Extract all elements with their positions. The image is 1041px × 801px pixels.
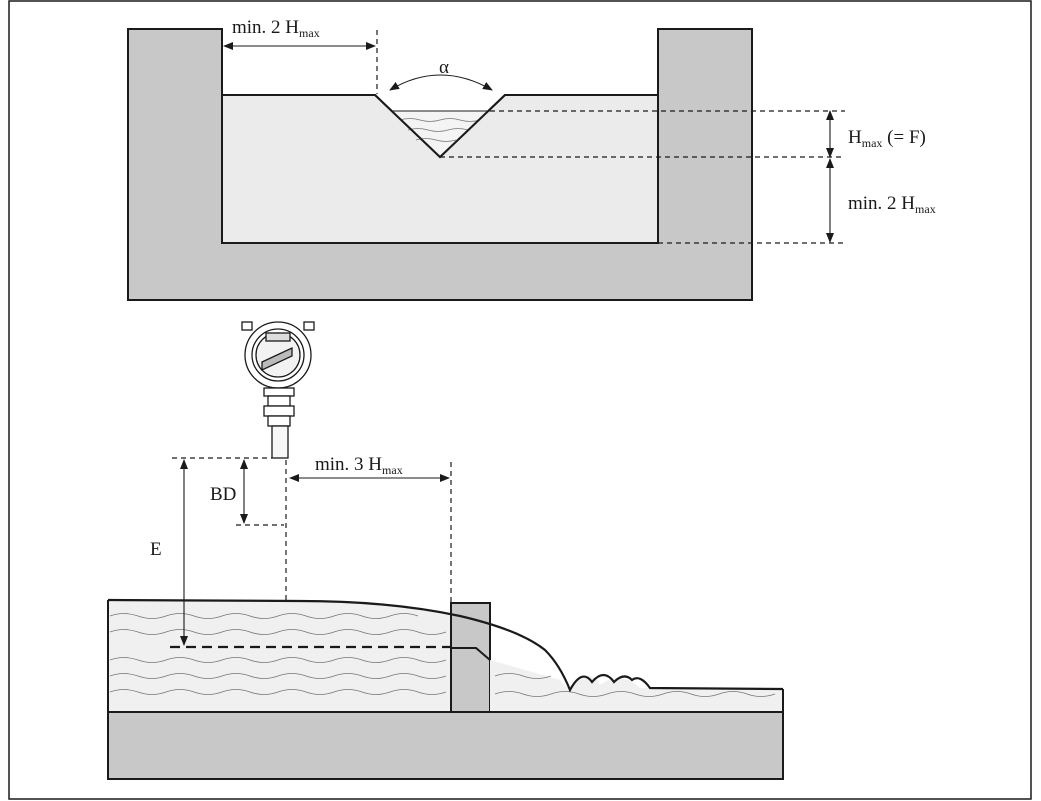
water-surface [107,598,784,693]
notch-water [392,111,490,157]
e-label: E [150,539,162,560]
top-dimensions [223,30,845,244]
bottom-width-label: min. 3 Hmax [315,454,403,477]
angle-arc [389,74,493,91]
top-depth-label: min. 2 Hmax [848,193,936,216]
bottom-dimensions [172,457,452,646]
hmax-f-label: Hmax (= F) [848,127,926,150]
bd-label: BD [210,484,236,505]
channel-base [107,711,784,780]
page-border [8,0,1032,800]
bottom-channel [107,598,784,780]
bottom-waves [109,613,776,697]
top-width-label: min. 2 Hmax [232,17,320,40]
sensor-icon [241,321,315,459]
angle-label: α [439,57,449,78]
